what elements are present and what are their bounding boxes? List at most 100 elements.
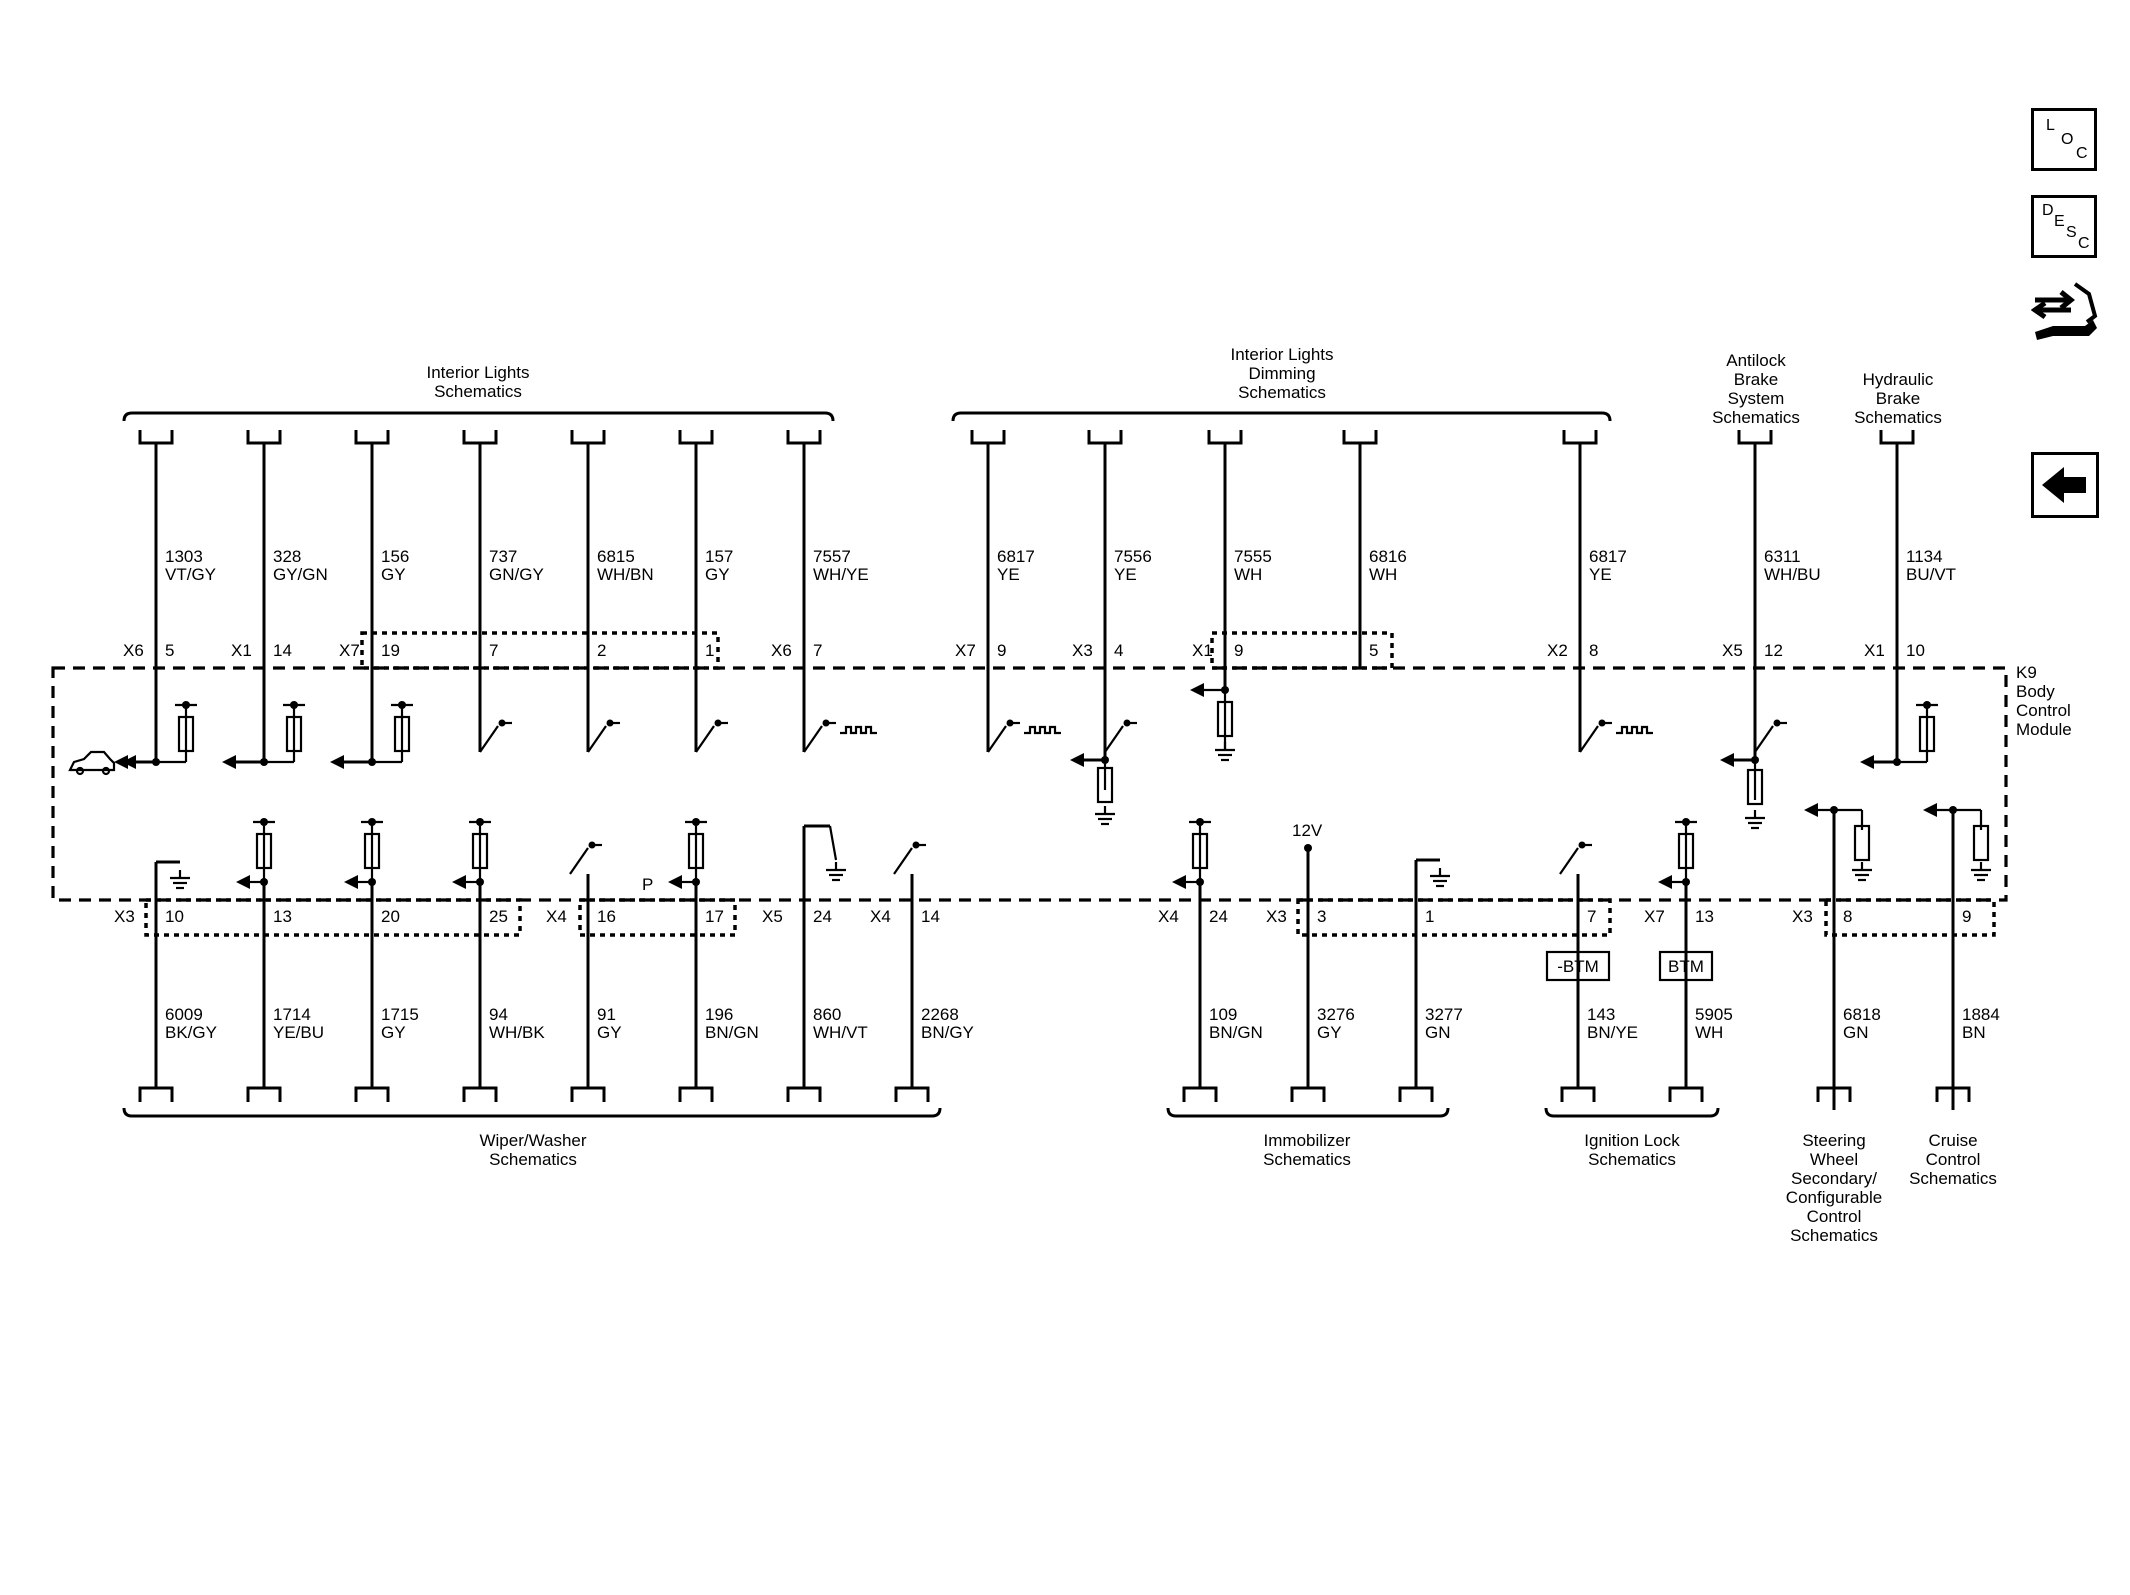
pin-number: 9 (997, 641, 1006, 660)
pin-number: 13 (273, 907, 292, 926)
circuit-number: 6817 (997, 547, 1035, 566)
resistor (285, 715, 303, 753)
wire-color: WH/BU (1764, 565, 1821, 584)
terminal-cap (1207, 430, 1243, 445)
connector-groups (144, 631, 1996, 937)
terminal-cap (786, 1086, 822, 1102)
wire-color: WH/VT (813, 1023, 868, 1042)
resistor (1972, 824, 1990, 862)
pwm-symbol (840, 725, 877, 735)
terminal-cap (786, 430, 822, 445)
pin-number: 16 (597, 907, 616, 926)
circuit-number: 6817 (1589, 547, 1627, 566)
wire-color: YE (1589, 565, 1612, 584)
signal-arrow (1172, 875, 1186, 889)
signal-arrow (1190, 683, 1204, 697)
diagnostic-icon[interactable] (2030, 276, 2101, 348)
svg-text:Wiper/Washer: Wiper/Washer (479, 1131, 586, 1150)
pin-number: 10 (165, 907, 184, 926)
circuit-number: 6818 (1843, 1005, 1881, 1024)
pwm-symbol (1616, 725, 1653, 735)
switch-blade (893, 847, 913, 875)
wire-color: BU/VT (1906, 565, 1956, 584)
circuit-number: 328 (273, 547, 301, 566)
wire-color: BN/GN (705, 1023, 759, 1042)
circuit-number: 196 (705, 1005, 733, 1024)
circuit-number: 7556 (1114, 547, 1152, 566)
terminal-cap (1562, 430, 1598, 445)
svg-text:Interior Lights: Interior Lights (1231, 345, 1334, 364)
desc-letter-s: S (2066, 224, 2077, 241)
switch-blade (1754, 725, 1774, 753)
svg-text:Dimming: Dimming (1248, 364, 1315, 383)
pin-number: 3 (1317, 907, 1326, 926)
circuit-number: 6009 (165, 1005, 203, 1024)
group-bracket (951, 411, 1612, 422)
circuit-number: 1884 (1962, 1005, 2000, 1024)
pin-number: 24 (1209, 907, 1228, 926)
desc-button[interactable]: D E S C (2031, 195, 2097, 258)
wire-color: WH/BK (489, 1023, 545, 1042)
svg-text:Schematics: Schematics (1238, 383, 1326, 402)
pin-number: 7 (813, 641, 822, 660)
top-group-labels: Interior Lights Schematics Interior Ligh… (427, 345, 1942, 427)
connector-id: X6 (771, 641, 792, 660)
back-arrow-icon (2042, 467, 2086, 503)
terminal-cap (354, 1086, 390, 1102)
svg-text:Schematics: Schematics (1712, 408, 1800, 427)
resistor (687, 832, 705, 870)
supply-dot (182, 701, 190, 709)
wire-color: YE (1114, 565, 1137, 584)
wire-color: BN/GN (1209, 1023, 1263, 1042)
svg-text:Immobilizer: Immobilizer (1264, 1131, 1351, 1150)
svg-text:Hydraulic: Hydraulic (1863, 370, 1934, 389)
pin-number: 4 (1114, 641, 1123, 660)
resistor (255, 832, 273, 870)
vehicle-icon (68, 750, 116, 776)
loc-button[interactable]: L O C (2031, 108, 2097, 171)
pin-number: 13 (1695, 907, 1714, 926)
connector-id: X5 (1722, 641, 1743, 660)
switch-blade (803, 725, 823, 753)
circuit-number: 6311 (1764, 547, 1801, 566)
wire-color: YE/BU (273, 1023, 324, 1042)
pin-number: 5 (1369, 641, 1378, 660)
svg-text:Configurable: Configurable (1786, 1188, 1882, 1207)
group-bracket (122, 411, 835, 422)
connector-id: X3 (114, 907, 135, 926)
switch-blade (587, 725, 607, 753)
pin-number: 8 (1589, 641, 1598, 660)
pin-number: 25 (489, 907, 508, 926)
resistor (1677, 832, 1695, 870)
circuit-number: 156 (381, 547, 409, 566)
module-boundary (51, 666, 2008, 902)
connector-id: X4 (1158, 907, 1179, 926)
supply-dot (1923, 701, 1931, 709)
back-button[interactable] (2031, 452, 2099, 518)
wire-color: GY (705, 565, 730, 584)
pin-number: 19 (381, 641, 400, 660)
wire-color: VT/GY (165, 565, 216, 584)
pin-number: 12 (1764, 641, 1783, 660)
desc-letter-d: D (2042, 202, 2054, 219)
circuit-number: 860 (813, 1005, 841, 1024)
resistor (363, 832, 381, 870)
wire-color: YE (997, 565, 1020, 584)
pin-number: 14 (273, 641, 292, 660)
terminal-cap (1182, 1086, 1218, 1102)
signal-arrow (114, 755, 128, 769)
circuit-number: 6815 (597, 547, 635, 566)
svg-text:Body: Body (2016, 682, 2055, 701)
wire-color: WH/BN (597, 565, 654, 584)
pwm-symbol (1024, 725, 1061, 735)
pin-number: 9 (1234, 641, 1243, 660)
circuit-number: 7557 (813, 547, 851, 566)
connector-id: X1 (1864, 641, 1885, 660)
circuit-number: 157 (705, 547, 733, 566)
terminal-cap (570, 430, 606, 445)
signal-arrow (222, 755, 236, 769)
pin-number: 17 (705, 907, 724, 926)
signal-arrow (1070, 753, 1084, 767)
loc-letter-l: L (2046, 117, 2055, 134)
